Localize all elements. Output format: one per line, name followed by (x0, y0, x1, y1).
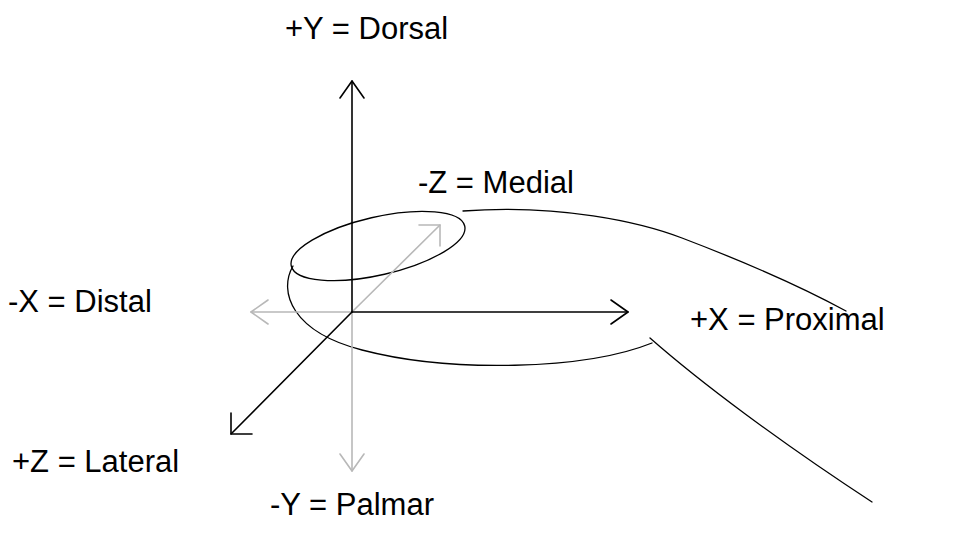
axis-label: +Z = Lateral (12, 445, 179, 479)
axis-line (251, 311, 352, 313)
arrowhead (419, 225, 440, 246)
axis-label: +Y = Dorsal (285, 12, 448, 46)
finger-dorsal-edge (463, 209, 846, 311)
finger-palmar-edge (650, 338, 872, 502)
arrowhead (340, 81, 364, 98)
arrowhead (611, 300, 628, 324)
axis-line (352, 311, 628, 313)
axis-label: -Z = Medial (418, 166, 574, 200)
axis-line (352, 225, 440, 312)
positive-axes (231, 81, 628, 434)
fingernail (285, 198, 471, 295)
axis-line (231, 312, 352, 434)
arrowhead (340, 454, 364, 471)
axis-label: -Y = Palmar (270, 488, 434, 522)
negative-axes (251, 225, 440, 471)
axis-line (351, 312, 353, 471)
axis-label: +X = Proximal (690, 303, 885, 337)
arrowhead (231, 413, 252, 434)
axis-line (351, 81, 353, 312)
arrowhead (251, 300, 268, 324)
fingertip-edge (288, 266, 652, 365)
finger-outline (285, 198, 872, 502)
axis-label: -X = Distal (8, 285, 152, 319)
